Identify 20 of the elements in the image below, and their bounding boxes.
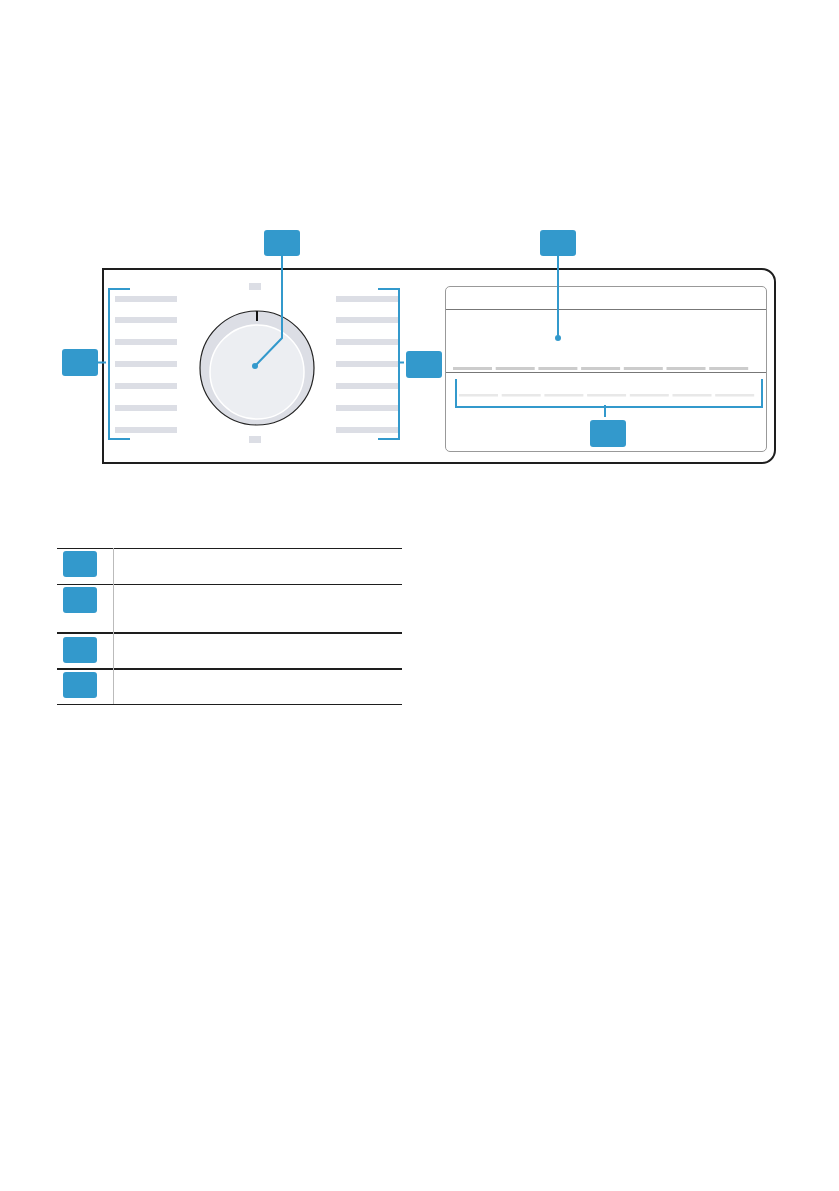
display-button-row [455,379,763,408]
callout-marker [264,230,300,256]
callout-marker [63,672,97,698]
callout-marker [590,420,626,447]
callout-marker [406,351,442,378]
leader-line [555,255,561,341]
leader-line [604,404,606,418]
control-panel [102,268,776,464]
leader-line [252,255,283,369]
callout-marker [62,349,98,376]
leader-line [97,361,107,364]
callout-marker [63,587,97,613]
callout-marker [540,230,576,256]
display-screen [445,286,767,452]
button-column [108,288,178,440]
selector-dial [199,310,315,426]
button-column [336,288,400,440]
leader-line [397,361,405,364]
callout-marker [63,637,97,663]
callout-marker [63,551,97,577]
